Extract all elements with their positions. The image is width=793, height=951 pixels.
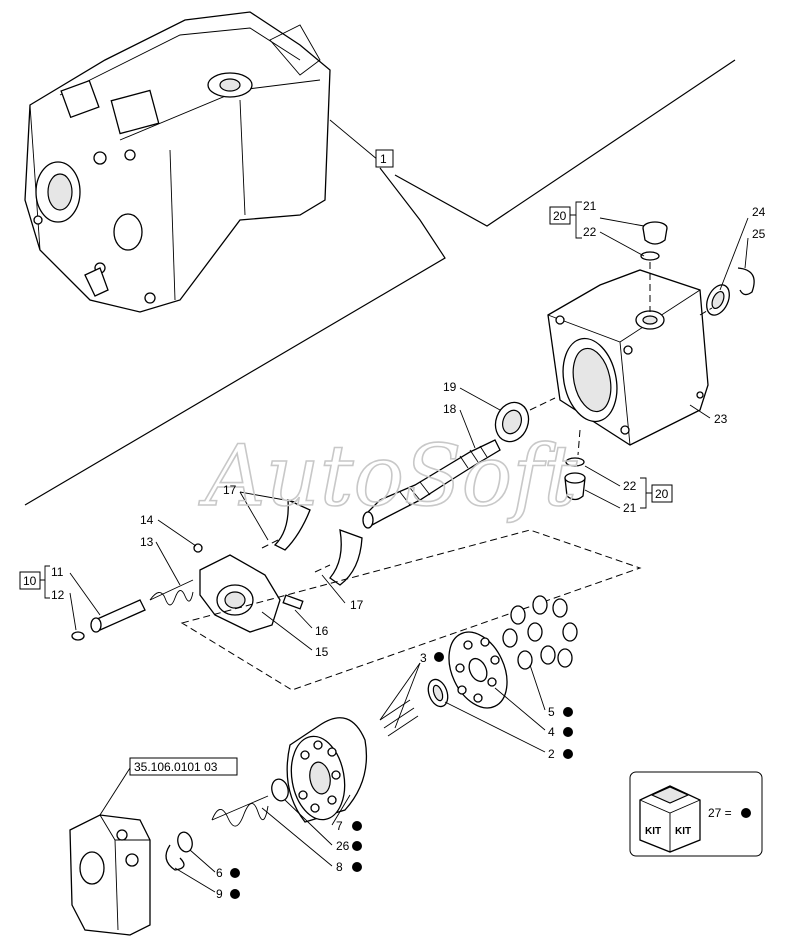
callout-17-lower: 17 [350, 598, 364, 612]
kit-dot-5 [563, 707, 573, 717]
kit-dot-4 [563, 727, 573, 737]
callout-18: 18 [443, 402, 457, 416]
group-box-1: 1 [375, 149, 394, 168]
callout-21-mid: 21 [623, 501, 637, 515]
kit-dot-7 [352, 821, 362, 831]
leader-lines [69, 119, 749, 893]
kit-box-icon: KIT KIT [639, 785, 701, 853]
half-shells-drawing [261, 498, 363, 586]
kit-dot-9 [230, 889, 240, 899]
callout-14: 14 [140, 513, 154, 527]
divider-lines [24, 59, 736, 506]
kit-dot-26 [352, 841, 362, 851]
callout-8: 8 [336, 860, 343, 874]
kit-icon-text-1: KIT [645, 826, 661, 837]
watermark-text: AutoSoft [198, 427, 577, 525]
group-box-20-mid-label: 20 [655, 487, 669, 501]
shaft-bearing-drawing [362, 397, 556, 529]
swashplate-drawing [193, 543, 304, 633]
callout-2: 2 [548, 747, 555, 761]
callout-3: 3 [420, 651, 427, 665]
callout-19: 19 [443, 380, 457, 394]
reference-label-box: 35.106.0101 03 [129, 757, 238, 776]
housing-drawing [547, 269, 709, 446]
callout-22-mid: 22 [623, 479, 637, 493]
callout-25: 25 [752, 227, 766, 241]
kit-dot-6 [230, 868, 240, 878]
kit-dot-8 [352, 862, 362, 872]
callout-4: 4 [548, 725, 555, 739]
spring-large-drawing [211, 795, 269, 827]
callout-7: 7 [336, 819, 343, 833]
callout-5: 5 [548, 705, 555, 719]
group-box-1-label: 1 [380, 152, 387, 166]
reference-label: 35.106.0101 03 [134, 760, 218, 774]
group-box-10-label: 10 [23, 574, 37, 588]
screw-drawing [71, 599, 146, 641]
pistons-drawing [502, 595, 578, 670]
end-cover-drawing [69, 814, 151, 936]
kit-marker-dots [230, 652, 573, 899]
kit-legend-text: 27 = [708, 806, 732, 820]
kit-icon-text-2: KIT [675, 826, 691, 837]
group-box-20-mid: 20 [640, 477, 673, 509]
callout-9: 9 [216, 887, 223, 901]
callout-numbers: 21 22 24 25 19 18 23 22 21 17 17 14 13 1… [51, 199, 766, 901]
callout-17-upper: 17 [223, 483, 237, 497]
callout-12: 12 [51, 588, 65, 602]
group-box-20-top-label: 20 [553, 209, 567, 223]
pump-assembly-drawing [24, 11, 331, 313]
callout-13: 13 [140, 535, 154, 549]
ring-26-drawing [271, 778, 289, 802]
seal-ring-drawing [699, 267, 755, 316]
callout-24: 24 [752, 205, 766, 219]
ball-guide-drawing [427, 678, 449, 708]
callout-16: 16 [315, 624, 329, 638]
callout-23: 23 [714, 412, 728, 426]
rings-6-9-drawing [165, 831, 193, 871]
callout-22-top: 22 [583, 225, 597, 239]
callout-15: 15 [315, 645, 329, 659]
group-box-20-top: 20 [549, 201, 582, 239]
dashed-group-outline [180, 529, 642, 691]
callout-21-top: 21 [583, 199, 597, 213]
retainer-plate-drawing [448, 631, 508, 709]
cylinder-block-drawing [286, 717, 368, 823]
plug-bottom-drawing [564, 429, 586, 501]
spring-small-drawing [149, 579, 194, 606]
kit-dot-2 [563, 749, 573, 759]
kit-legend: KIT KIT 27 = [629, 771, 763, 857]
callout-6: 6 [216, 866, 223, 880]
kit-legend-dot [741, 808, 751, 818]
callout-26: 26 [336, 839, 350, 853]
callout-11: 11 [51, 565, 64, 579]
group-box-10: 10 [19, 565, 50, 599]
kit-dot-3 [434, 652, 444, 662]
plug-top-drawing [640, 221, 668, 312]
